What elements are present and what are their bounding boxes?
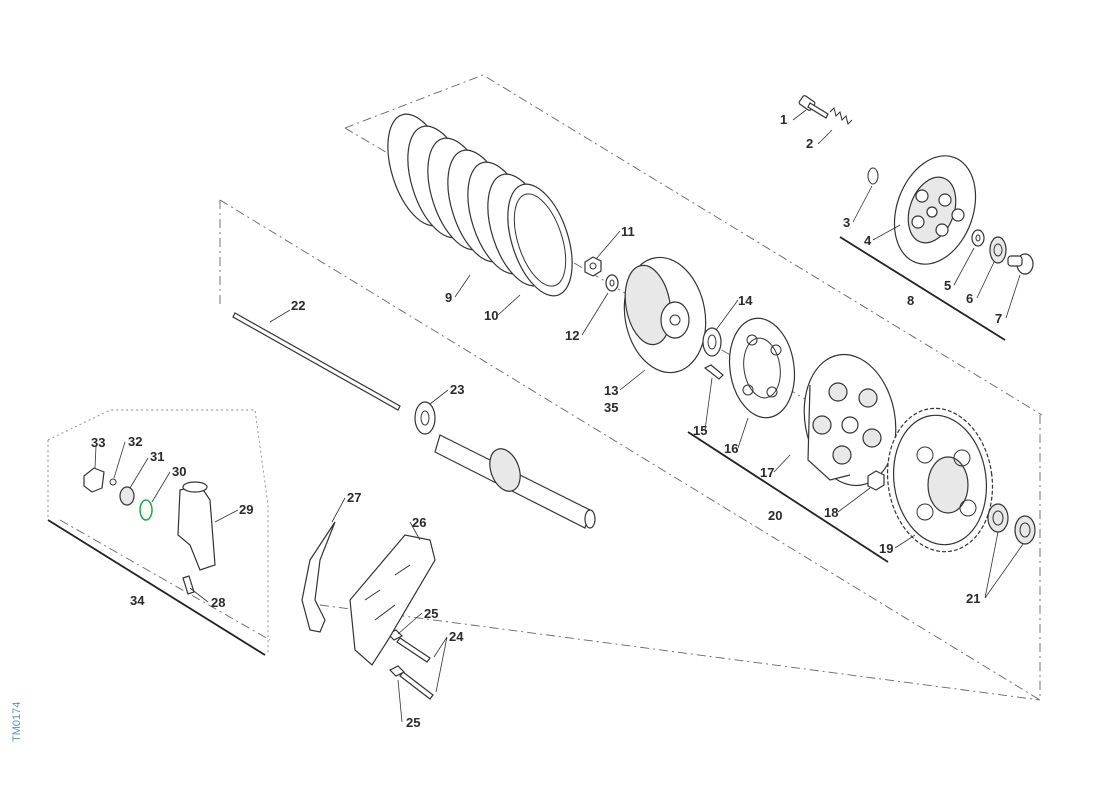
- label-27: 27: [347, 490, 361, 505]
- gear-part-19: [886, 407, 994, 553]
- spring-part-2: [829, 107, 853, 125]
- label-13: 13: [604, 383, 618, 398]
- label-25b: 25: [406, 715, 420, 730]
- label-26: 26: [412, 515, 426, 530]
- clutch-hub-part-13: [623, 256, 707, 374]
- label-28: 28: [211, 595, 225, 610]
- label-2: 2: [806, 136, 813, 151]
- actuator-part-29: [177, 481, 216, 571]
- clutch-plates-part-9: [387, 113, 553, 287]
- thrust-washer-part-14: [702, 327, 722, 357]
- label-6: 6: [966, 291, 973, 306]
- label-17: 17: [760, 465, 774, 480]
- washer-part-5: [971, 229, 985, 247]
- label-22: 22: [291, 298, 305, 313]
- plate-part-16: [728, 317, 796, 419]
- label-31: 31: [150, 449, 164, 464]
- clutch-basket-part-17: [803, 353, 897, 487]
- gasket-part-27: [301, 521, 336, 633]
- push-rod-part-22: [232, 312, 401, 411]
- label-29: 29: [239, 502, 253, 517]
- label-16: 16: [724, 441, 738, 456]
- label-18: 18: [824, 505, 838, 520]
- label-21: 21: [966, 591, 980, 606]
- washer-part-12: [605, 274, 619, 292]
- group-brackets: [47, 236, 1006, 656]
- kit-34-outline: [47, 409, 269, 655]
- bolt-part-24: [396, 637, 434, 700]
- callout-labels: 1 2 3 4 5 6 7 8 9 10 11 12 13 35 14 15 1…: [91, 112, 1002, 730]
- screw-part-15: [703, 364, 724, 380]
- label-12: 12: [565, 328, 579, 343]
- label-25a: 25: [424, 606, 438, 621]
- label-1: 1: [780, 112, 787, 127]
- label-20: 20: [768, 508, 782, 523]
- seal-part-33: [83, 467, 105, 493]
- bolt-part-1: [798, 95, 829, 119]
- label-7: 7: [995, 311, 1002, 326]
- circlip-part-3: [867, 167, 879, 185]
- mainshaft: [434, 434, 596, 529]
- label-24: 24: [449, 629, 464, 644]
- oring-part-30: [139, 499, 153, 521]
- label-15: 15: [693, 423, 707, 438]
- label-34: 34: [130, 593, 145, 608]
- bearing-part-6: [989, 236, 1007, 264]
- label-3: 3: [843, 215, 850, 230]
- clutch-plates-part-10: [507, 183, 573, 297]
- screw-part-28: [182, 575, 195, 595]
- label-32: 32: [128, 434, 142, 449]
- diagram-code: TM0174: [11, 702, 23, 742]
- nut-part-11: [584, 256, 602, 277]
- label-8: 8: [907, 293, 914, 308]
- label-4: 4: [864, 233, 872, 248]
- label-33: 33: [91, 435, 105, 450]
- cover-plate-part-26: [349, 534, 436, 666]
- label-11: 11: [621, 224, 635, 239]
- assembly-guidelines: [59, 74, 1043, 701]
- leader-lines: [94, 109, 1024, 723]
- bolt-head-part-25b: [388, 665, 406, 677]
- bearing-part-31: [119, 486, 135, 506]
- pressure-plate-part-4: [893, 155, 977, 265]
- push-piece-part-7: [1007, 253, 1034, 275]
- label-35: 35: [604, 400, 618, 415]
- label-30: 30: [172, 464, 186, 479]
- label-14: 14: [738, 293, 753, 308]
- label-23: 23: [450, 382, 464, 397]
- nut-part-18: [867, 470, 885, 491]
- label-19: 19: [879, 541, 893, 556]
- label-5: 5: [944, 278, 951, 293]
- label-10: 10: [484, 308, 498, 323]
- ball-part-32: [109, 478, 117, 486]
- label-9: 9: [445, 290, 452, 305]
- bearings-part-21: [987, 503, 1036, 545]
- washer-part-23: [414, 401, 436, 435]
